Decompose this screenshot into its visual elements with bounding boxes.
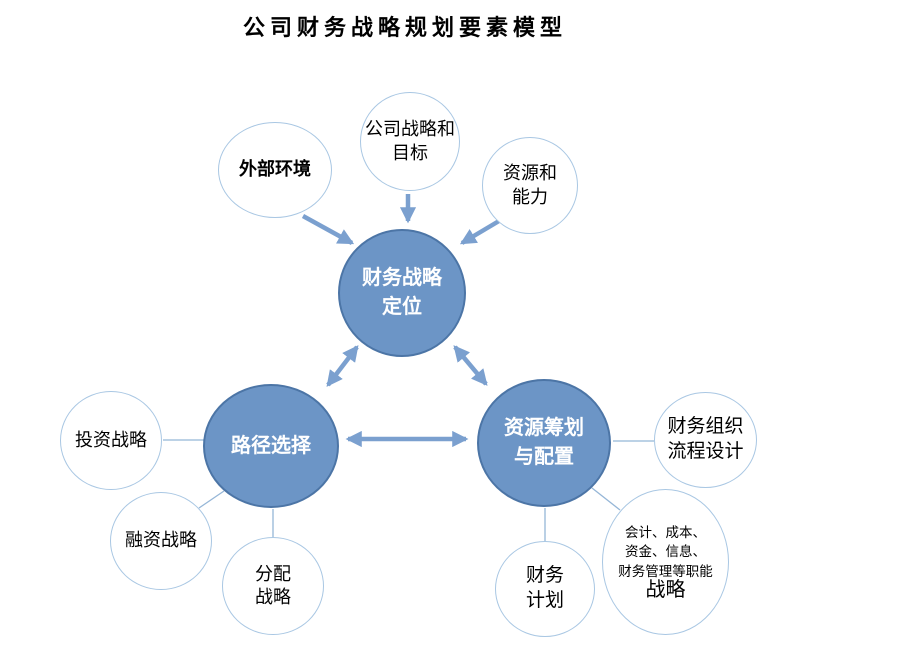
node-resources-capability: 资源和 能力 [482,137,578,234]
node-resource-allocation-line2: 与配置 [514,446,574,468]
node-distribution-strategy-line1: 分配 [255,563,291,584]
arrow-capability-to-positioning [459,219,501,245]
arrow-positioning-path [326,345,359,387]
node-corporate-strategy-line1: 公司战略和 [365,119,455,140]
node-financial-positioning-line2: 定位 [382,296,422,318]
node-finance-org-process: 财务组织 流程设计 [654,392,757,488]
node-resources-capability-line1: 资源和 [503,163,557,184]
node-financial-positioning: 财务战略 定位 [338,229,466,357]
line-resource-to-functional [591,487,621,511]
node-financial-plan-line2: 计划 [525,590,564,611]
diagram-title: 公司财务战略规划要素模型 [242,15,567,40]
node-financial-plan: 财务 计划 [495,541,595,637]
node-financing-strategy: 融资战略 [110,492,212,590]
node-functional-strategy: 会计、成本、 资金、信息、 财务管理等职能 战略 [602,489,729,635]
node-external-environment-label: 外部环境 [239,159,311,180]
node-financial-positioning-line1: 财务战略 [362,267,442,289]
node-resources-capability-line2: 能力 [512,186,548,207]
node-finance-org-process-line2: 流程设计 [667,441,744,462]
node-investment-strategy-label: 投资战略 [75,429,147,450]
node-functional-strategy-line3: 财务管理等职能 [618,563,713,579]
arrow-positioning-resource [453,345,488,386]
node-resource-allocation-line1: 资源筹划 [504,417,584,439]
node-financing-strategy-label: 融资战略 [125,530,197,551]
node-corporate-strategy: 公司战略和 目标 [360,92,460,191]
arrow-external-to-positioning [301,214,355,245]
node-resource-allocation: 资源筹划 与配置 [477,379,611,507]
node-functional-strategy-line2: 资金、信息、 [625,544,706,560]
node-financial-plan-line1: 财务 [525,565,564,587]
node-distribution-strategy-line2: 战略 [255,587,291,607]
node-distribution-strategy: 分配 战略 [222,537,324,635]
node-functional-strategy-line1: 会计、成本、 [625,524,706,540]
node-corporate-strategy-line2: 目标 [392,142,428,163]
node-external-environment: 外部环境 [218,122,332,218]
line-financing-to-path [198,490,225,509]
node-functional-strategy-line4: 战略 [645,579,686,602]
node-investment-strategy: 投资战略 [60,391,162,490]
node-path-selection: 路径选择 [203,384,339,508]
node-finance-org-process-line1: 财务组织 [667,416,744,438]
node-path-selection-label: 路径选择 [231,434,311,457]
